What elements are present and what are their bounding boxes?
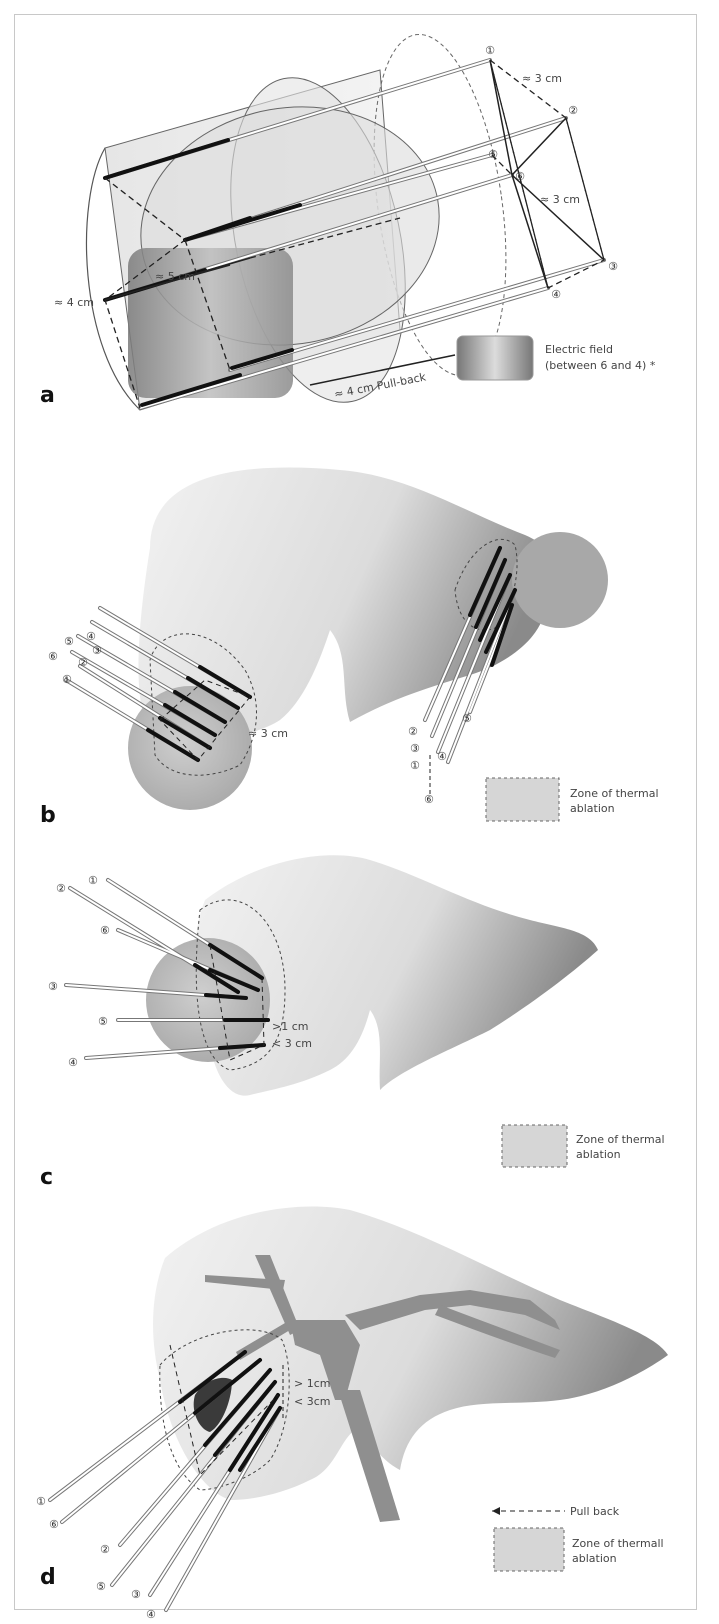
d-dim-gt: > 1cm [294, 1377, 330, 1390]
d-needle-3: ③ [131, 1588, 141, 1601]
b-right-needle-6: ⑥ [424, 793, 434, 806]
needle-number-5: ⑤ [488, 148, 498, 161]
d-needle-2: ② [100, 1543, 110, 1556]
dim-3cm-top: ≈ 3 cm [522, 72, 562, 85]
d-pull-back-label: Pull back [570, 1505, 620, 1518]
b-right-needle-1: ① [410, 759, 420, 772]
c-legend-line1: Zone of thermal [576, 1133, 665, 1146]
b-legend-line2: ablation [570, 802, 615, 815]
c-legend-line2: ablation [576, 1148, 621, 1161]
liver-d [153, 1206, 668, 1500]
b-right-needle-3: ③ [410, 742, 420, 755]
b-right-needle-2: ② [408, 725, 418, 738]
needle-number-4: ④ [551, 288, 561, 301]
c-needle-3: ③ [48, 980, 58, 993]
c-needle-2: ② [56, 882, 66, 895]
b-needle-1: ① [62, 673, 72, 686]
panel-b: ① ② ③ ④ ⑤ ⑥ ② ③ ① ④ ⑤ ⑥ ≈ 3 cm Zone of t… [40, 468, 659, 828]
b-needle-4: ④ [86, 630, 96, 643]
needle-number-6: ⑥ [515, 170, 525, 183]
panel-letter-d: d [40, 1565, 56, 1590]
b-needle-5: ⑤ [64, 635, 74, 648]
c-needle-1: ① [88, 874, 98, 887]
c-needle-4: ④ [68, 1056, 78, 1069]
b-legend-line1: Zone of thermal [570, 787, 659, 800]
d-needle-5: ⑤ [96, 1580, 106, 1593]
dim-3cm-side: ≈ 3 cm [540, 193, 580, 206]
d-needle-6: ⑥ [49, 1518, 59, 1531]
b-dim-3cm: ≈ 3 cm [248, 727, 288, 740]
b-needle-2: ② [78, 656, 88, 669]
panel-a: ① ② ③ ④ ⑤ ⑥ ≈ 3 cm ≈ 3 cm ≈ 4 cm ≈ 5 cm … [40, 26, 656, 418]
d-needle-1: ① [36, 1495, 46, 1508]
b-right-needle-4: ④ [437, 750, 447, 763]
b-needle-6: ⑥ [48, 650, 58, 663]
needle-number-1: ① [485, 44, 495, 57]
c-ablation-legend-swatch [502, 1125, 567, 1167]
needle-number-2: ② [568, 104, 578, 117]
c-dim-lt: < 3 cm [272, 1037, 312, 1050]
d-legend-line1: Zone of thermall [572, 1537, 664, 1550]
tumor-c [146, 938, 270, 1062]
b-needle-3: ③ [92, 644, 102, 657]
d-dim-lt: < 3cm [294, 1395, 330, 1408]
panel-d: ① ② ③ ④ ⑤ ⑥ > 1cm < 3cm Pull back Zone o… [36, 1206, 668, 1621]
needle-number-3: ③ [608, 260, 618, 273]
panel-letter-a: a [40, 383, 55, 408]
electric-field-legend-swatch [457, 336, 533, 380]
c-dim-gt: >1 cm [272, 1020, 308, 1033]
panel-letter-c: c [40, 1165, 53, 1190]
c-needle-6: ⑥ [100, 924, 110, 937]
pull-back-arrow-icon [492, 1507, 500, 1515]
b-ablation-legend-swatch [486, 778, 559, 821]
tumor-b-right [512, 532, 608, 628]
d-needle-4: ④ [146, 1608, 156, 1621]
legend-electric-field-line1: Electric field [545, 343, 613, 356]
legend-electric-field-line2: (between 6 and 4) * [545, 359, 656, 372]
panel-letter-b: b [40, 803, 56, 828]
c-needle-5: ⑤ [98, 1015, 108, 1028]
dim-4cm: ≈ 4 cm [54, 296, 94, 309]
b-right-needle-5: ⑤ [462, 712, 472, 725]
panel-c: ① ② ③ ④ ⑤ ⑥ >1 cm < 3 cm Zone of thermal… [40, 855, 665, 1190]
dim-5cm: ≈ 5 cm [155, 270, 195, 283]
d-legend-line2: ablation [572, 1552, 617, 1565]
d-ablation-legend-swatch [494, 1528, 564, 1571]
